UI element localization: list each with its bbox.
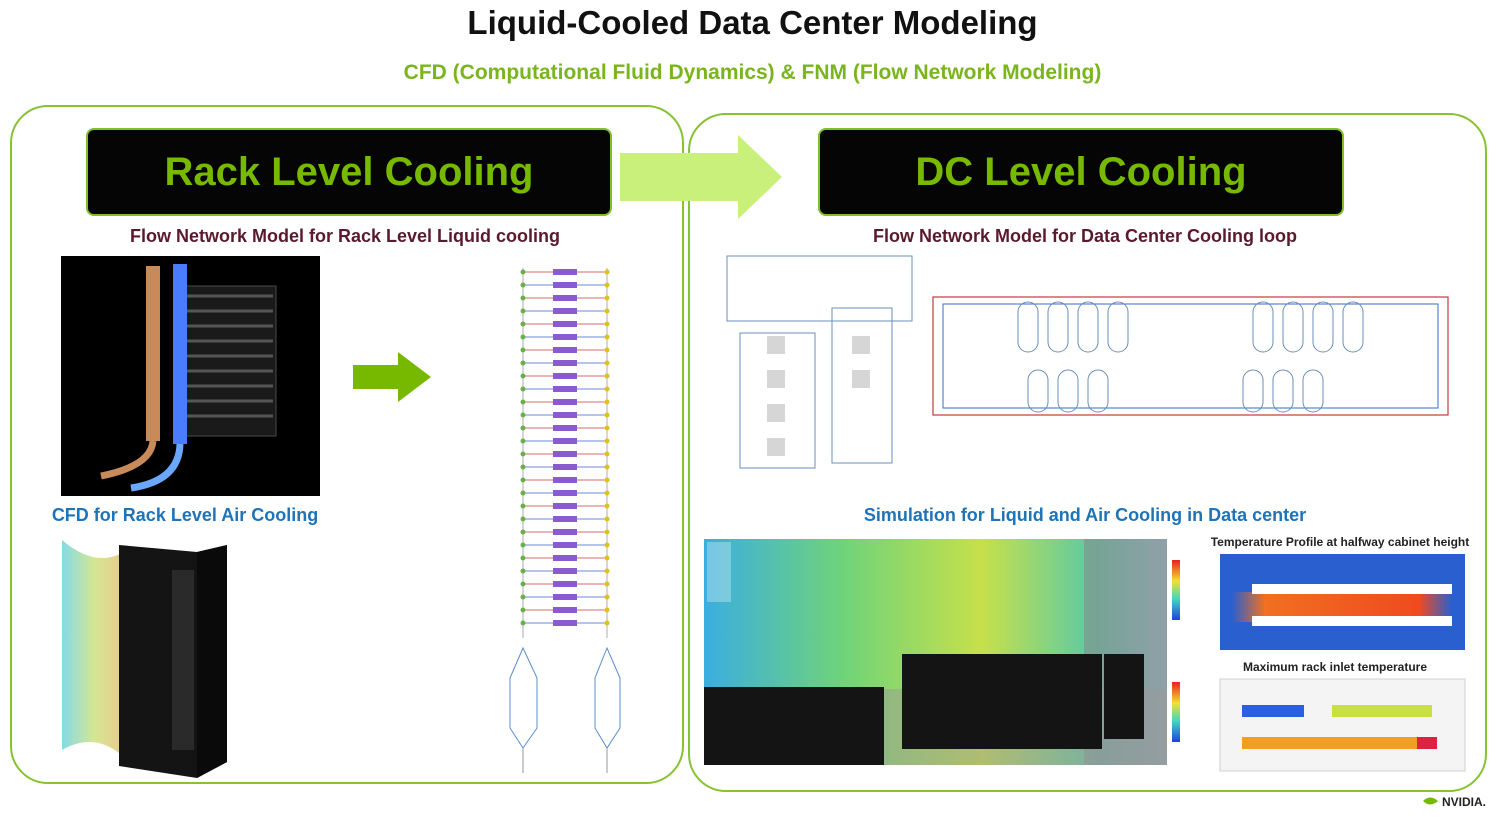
page-subtitle: CFD (Computational Fluid Dynamics) & FNM… xyxy=(403,61,1102,84)
rack-level-header: Rack Level Cooling xyxy=(86,128,612,216)
rack-air-cfd-image xyxy=(62,540,227,778)
rack-flow-network-diagram xyxy=(509,268,621,773)
dc-sim-caption: Simulation for Liquid and Air Cooling in… xyxy=(863,505,1307,525)
max-inlet-temp-image xyxy=(1172,678,1466,772)
nvidia-logo-icon: NVIDIA. xyxy=(1420,792,1500,810)
dc-level-header: DC Level Cooling xyxy=(818,128,1344,216)
rack-flow-caption: Flow Network Model for Rack Level Liquid… xyxy=(129,226,561,246)
big-arrow-right-icon xyxy=(620,135,782,219)
dc-flow-caption: Flow Network Model for Data Center Cooli… xyxy=(872,226,1297,246)
max-inlet-label: Maximum rack inlet temperature xyxy=(1242,660,1428,674)
arrow-right-icon xyxy=(353,352,431,402)
temp-profile-label: Temperature Profile at halfway cabinet h… xyxy=(1210,535,1470,549)
dc-flow-network-schematic-left xyxy=(726,255,913,469)
page-title: Liquid-Cooled Data Center Modeling xyxy=(467,4,1038,41)
rack-liquid-render-image xyxy=(61,256,320,496)
svg-text:NVIDIA.: NVIDIA. xyxy=(1442,795,1486,809)
temp-profile-image xyxy=(1172,554,1465,650)
dc-flow-network-schematic-right xyxy=(932,296,1449,416)
rack-air-caption: CFD for Rack Level Air Cooling xyxy=(51,505,319,525)
dc-cfd-simulation-image xyxy=(704,539,1167,765)
